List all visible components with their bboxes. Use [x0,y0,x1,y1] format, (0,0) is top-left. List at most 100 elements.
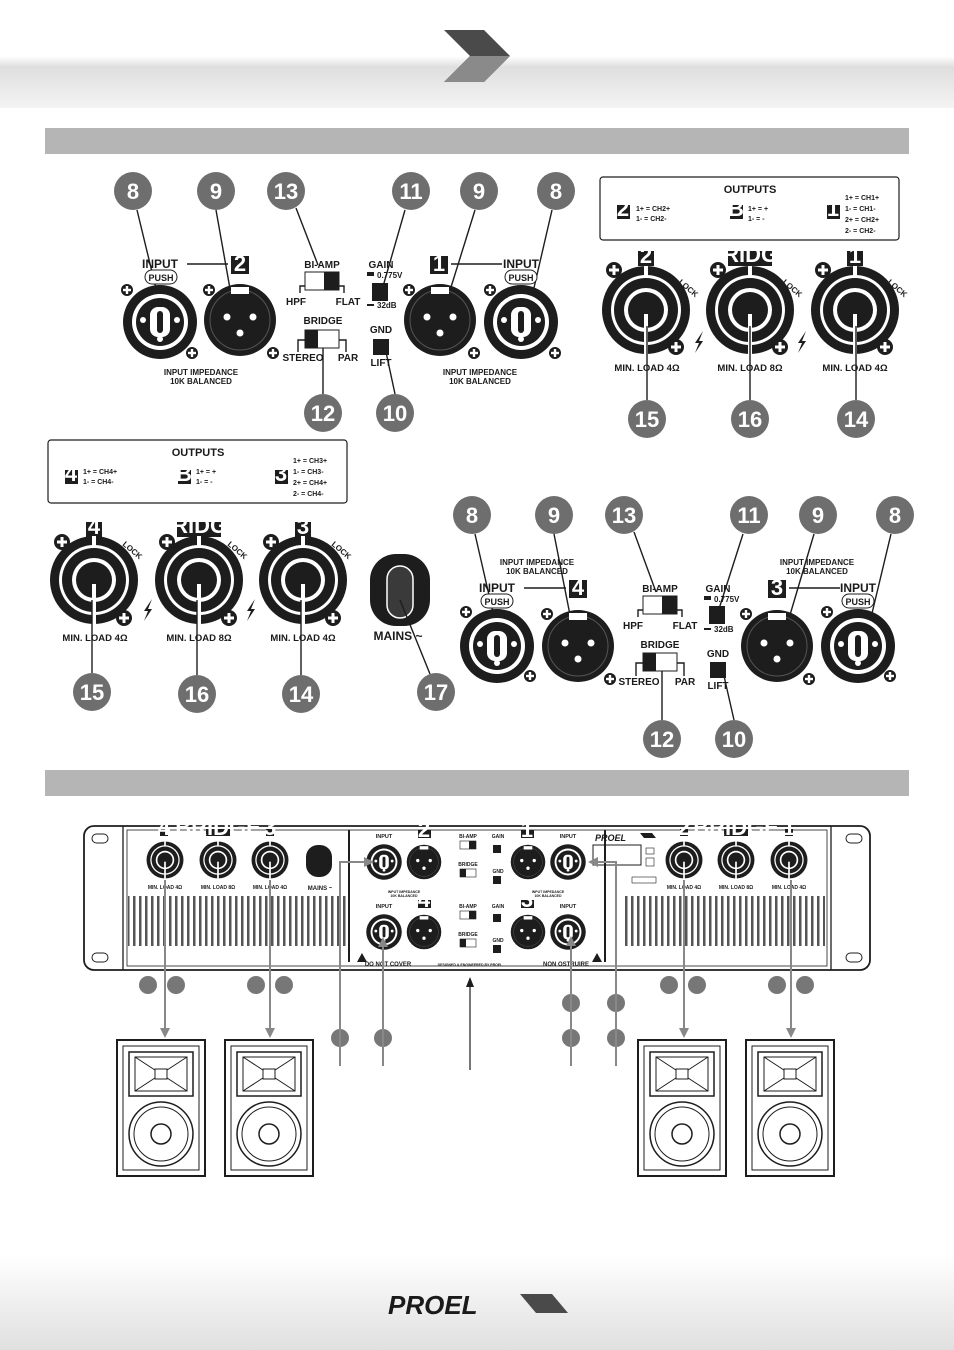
svg-text:MAINS ~: MAINS ~ [308,886,333,892]
svg-text:FLAT: FLAT [673,621,698,632]
svg-text:17: 17 [424,680,448,705]
svg-text:BRIDGE: BRIDGE [693,815,779,840]
svg-text:PAR: PAR [338,353,359,364]
svg-text:1- = CH4-: 1- = CH4- [83,479,114,486]
svg-text:FLAT: FLAT [336,297,361,308]
xlr-input-ch4 [541,609,615,683]
combo-input-ch2 [123,285,197,359]
svg-text:BI-AMP: BI-AMP [304,260,340,271]
callout-9: 9 [210,179,222,204]
proel-logo: PROEL [388,1290,568,1320]
panel2-callouts: 8 9 13 11 9 8 12 10 [453,496,914,758]
svg-text:GAIN: GAIN [492,904,505,910]
svg-text:BRIDGE: BRIDGE [156,513,242,538]
input-label-ch2: INPUT [142,257,179,271]
svg-text:1- = CH2-: 1- = CH2- [636,216,667,223]
biamp-switch [324,272,339,290]
svg-text:1+ = CH1+: 1+ = CH1+ [845,195,879,202]
svg-text:14: 14 [844,407,869,432]
section-bar-panels [45,128,909,154]
header-chevron-icon [444,30,510,82]
svg-text:BRIDGE: BRIDGE [304,316,343,327]
svg-text:OUTPUTS: OUTPUTS [724,184,777,196]
svg-text:PUSH: PUSH [148,273,173,283]
svg-text:DESIGNED & ENGINEERED BY PROEL: DESIGNED & ENGINEERED BY PROEL [438,963,504,967]
svg-text:8: 8 [466,503,478,528]
svg-text:MIN. LOAD 4Ω: MIN. LOAD 4Ω [772,885,806,891]
svg-text:LIFT: LIFT [707,681,728,692]
svg-text:3: 3 [275,461,287,486]
svg-text:INPUT IMPEDANCE: INPUT IMPEDANCE [164,368,239,377]
svg-text:GAIN: GAIN [369,260,394,271]
svg-text:PUSH: PUSH [508,273,533,283]
svg-text:BRIDGE: BRIDGE [175,815,261,840]
svg-text:1+ = CH3+: 1+ = CH3+ [293,458,327,465]
svg-text:MIN. LOAD 4Ω: MIN. LOAD 4Ω [270,633,336,644]
svg-text:10K BALANCED: 10K BALANCED [170,377,232,386]
svg-text:1+ = CH4+: 1+ = CH4+ [83,469,117,476]
svg-text:PUSH: PUSH [845,597,870,607]
svg-text:2+ = CH2+: 2+ = CH2+ [845,217,879,224]
section-bar-connection [45,770,909,796]
svg-text:15: 15 [80,680,104,705]
svg-text:4: 4 [88,514,101,539]
xlr-input-ch1 [403,283,477,357]
svg-text:0.775V: 0.775V [714,595,740,604]
gain-switch-2 [709,606,725,624]
channel-badge-2 [231,256,249,274]
svg-text:1- = CH1-: 1- = CH1- [845,206,876,213]
combo-input-ch1 [484,285,558,359]
svg-text:15: 15 [635,407,659,432]
svg-text:2: 2 [617,196,629,221]
svg-text:12: 12 [650,727,674,752]
svg-text:GND: GND [492,938,504,944]
svg-text:MIN. LOAD 8Ω: MIN. LOAD 8Ω [719,885,753,891]
gnd-switch [373,339,389,355]
panel1: INPUT 2 PUSH INPUT IMPEDANCE 10K BALANCE… [121,251,561,386]
svg-text:BI-AMP: BI-AMP [459,904,477,910]
svg-text:2: 2 [234,251,246,276]
svg-text:INPUT IMPEDANCE: INPUT IMPEDANCE [500,558,575,567]
speaker-2 [224,1039,314,1177]
combo-input-ch3 [821,609,895,683]
svg-text:MIN. LOAD 8Ω: MIN. LOAD 8Ω [166,633,232,644]
callout-12: 12 [311,401,335,426]
svg-text:INPUT: INPUT [560,904,577,910]
xlr-input-ch2 [203,283,277,357]
wiring [116,857,835,1177]
svg-text:PROEL: PROEL [388,1290,478,1320]
svg-text:MIN. LOAD 8Ω: MIN. LOAD 8Ω [201,885,235,891]
svg-text:16: 16 [738,407,762,432]
svg-text:4: 4 [572,575,585,600]
svg-text:GND: GND [707,649,729,660]
svg-text:10K BALANCED: 10K BALANCED [534,894,562,898]
svg-text:INPUT: INPUT [503,257,540,271]
svg-text:GND: GND [492,869,504,875]
svg-text:14: 14 [289,682,314,707]
channel-badge-1 [430,256,448,274]
svg-text:3: 3 [521,887,533,912]
svg-text:PUSH: PUSH [484,597,509,607]
svg-text:NON OSTRUIRE: NON OSTRUIRE [543,962,589,968]
speakon-top: 2 LOCK BRIDGE LOCK 1 LOCK MIN. LOAD 4Ω M… [602,242,909,438]
svg-text:1- = -: 1- = - [196,479,213,486]
panel1-callouts: 8 9 13 11 9 8 12 10 [114,172,575,432]
callout-13: 13 [274,179,298,204]
svg-text:2- = CH4-: 2- = CH4- [293,491,324,498]
channel-badge-4 [569,580,587,598]
svg-text:2: 2 [640,243,652,268]
svg-text:1: 1 [849,243,861,268]
svg-text:1+ = +: 1+ = + [748,206,768,213]
svg-text:STEREO: STEREO [282,353,323,364]
svg-text:INPUT: INPUT [560,834,577,840]
rear-panel: 4 BRIDGE 3 2 BRIDGE 1 MIN. LOAD 4Ω MIN. … [83,815,871,971]
svg-text:GND: GND [370,325,392,336]
svg-text:INPUT IMPEDANCE: INPUT IMPEDANCE [443,368,518,377]
gain-switch [372,283,388,301]
svg-text:LIFT: LIFT [370,358,391,369]
svg-text:9: 9 [548,503,560,528]
svg-text:GAIN: GAIN [706,584,731,595]
svg-text:2: 2 [678,815,690,840]
channel-badge-3 [768,580,786,598]
